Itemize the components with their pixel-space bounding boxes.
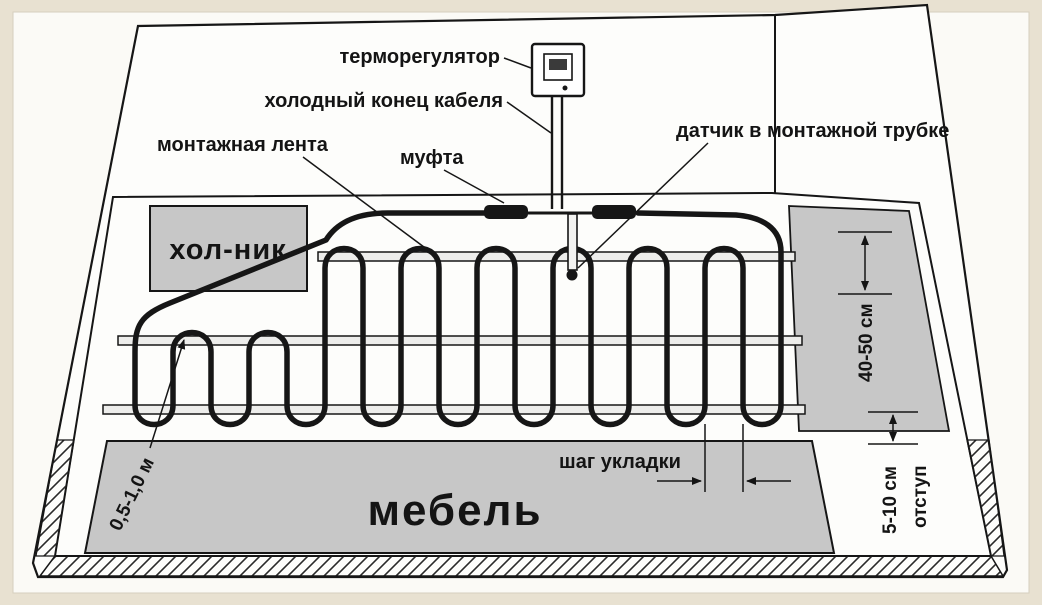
sensor-label: датчик в монтажной трубке	[676, 120, 949, 142]
edge-gap-label: 5-10 см	[880, 466, 901, 534]
hatch-strip-left	[35, 439, 75, 557]
thermostat-leader	[503, 57, 532, 69]
mounting-tape-bottom	[102, 404, 806, 415]
thermostat-box	[530, 42, 586, 98]
thermostat-button	[562, 85, 568, 91]
cold-end-leader	[506, 101, 552, 134]
fridge-label: хол-ник	[169, 234, 286, 266]
furniture-area	[83, 440, 836, 554]
heating-cable	[132, 210, 784, 428]
sensor-tip	[566, 269, 578, 281]
laying-step-dimension: шаг укладки	[559, 424, 791, 492]
coupling-label: муфта	[400, 147, 464, 169]
edge-gap-note-label: отступ	[910, 465, 931, 528]
right-clearance-area	[788, 205, 951, 432]
coupling-right	[592, 205, 636, 219]
edge-gap-dimension: 5-10 см отступ	[868, 411, 931, 534]
thermostat-display	[543, 53, 573, 81]
room-silhouette	[31, 3, 1009, 579]
thermostat-label: терморегулятор	[340, 46, 501, 68]
laying-step-label: шаг укладки	[559, 451, 681, 473]
mounting-tape-leader	[302, 156, 429, 251]
coupling-left	[484, 205, 528, 219]
mounting-tape-label: монтажная лента	[157, 134, 329, 156]
row-spacing-dimension: 40-50 см	[838, 231, 892, 383]
hatch-strip-bottom	[38, 555, 1005, 577]
cold-end-label: холодный конец кабеля	[265, 90, 503, 112]
sensor-leader	[577, 142, 709, 269]
furniture-label: мебель	[367, 486, 542, 535]
thermostat-screen	[549, 59, 567, 70]
coupling-leader	[443, 169, 505, 204]
hatch-strip-right	[966, 439, 1005, 557]
row-spacing-label: 40-50 см	[856, 304, 877, 383]
wall-offset-leader	[149, 339, 186, 449]
sensor-tube	[567, 213, 578, 271]
mounting-tape-middle	[117, 335, 803, 346]
